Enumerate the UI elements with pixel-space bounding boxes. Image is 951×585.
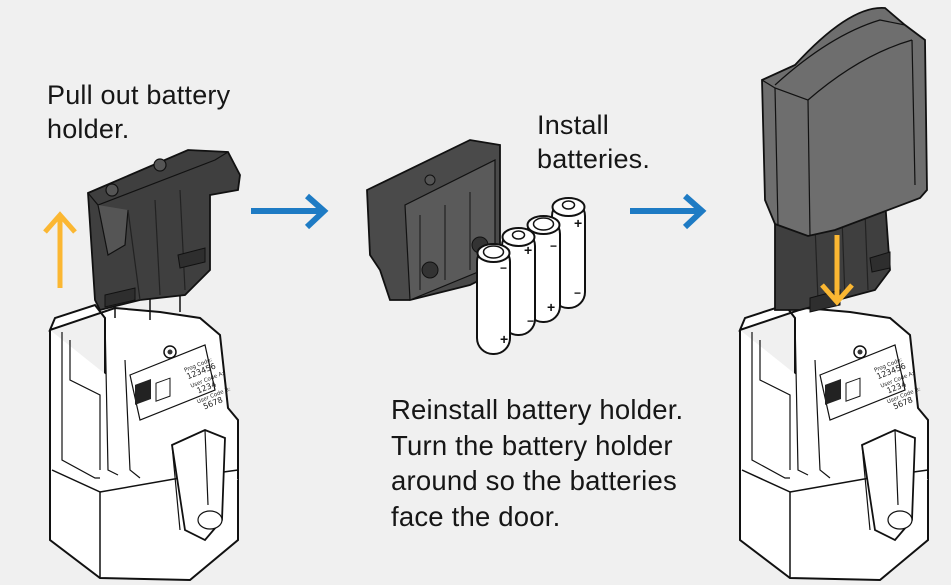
minus-sign: −	[550, 239, 557, 253]
plus-sign: +	[574, 215, 582, 231]
plus-sign: +	[500, 331, 508, 347]
minus-sign: −	[574, 286, 581, 300]
flow-arrow-1-icon	[251, 193, 329, 230]
plus-sign: +	[524, 242, 532, 258]
battery-holder	[87, 149, 241, 312]
step1-caption: Pull out battery holder.	[47, 80, 231, 144]
battery-1	[476, 243, 511, 355]
push-down-arrow-icon	[820, 235, 854, 306]
minus-sign: −	[500, 261, 507, 275]
minus-sign: −	[527, 314, 534, 328]
step3-caption: Reinstall battery holder. Turn the batte…	[391, 394, 684, 532]
aa-batteries: + + + + − − − −	[476, 197, 586, 355]
flow-arrow-2-icon	[630, 193, 707, 230]
pull-up-arrow-icon	[43, 211, 77, 288]
step2-caption: Install batteries.	[537, 110, 651, 174]
battery-cover	[761, 7, 928, 237]
open-battery-holder	[366, 139, 501, 301]
lock-assembly-step1: Prog Code: 123456 User Code A: 1234 User…	[49, 149, 241, 581]
plus-sign: +	[547, 299, 555, 315]
